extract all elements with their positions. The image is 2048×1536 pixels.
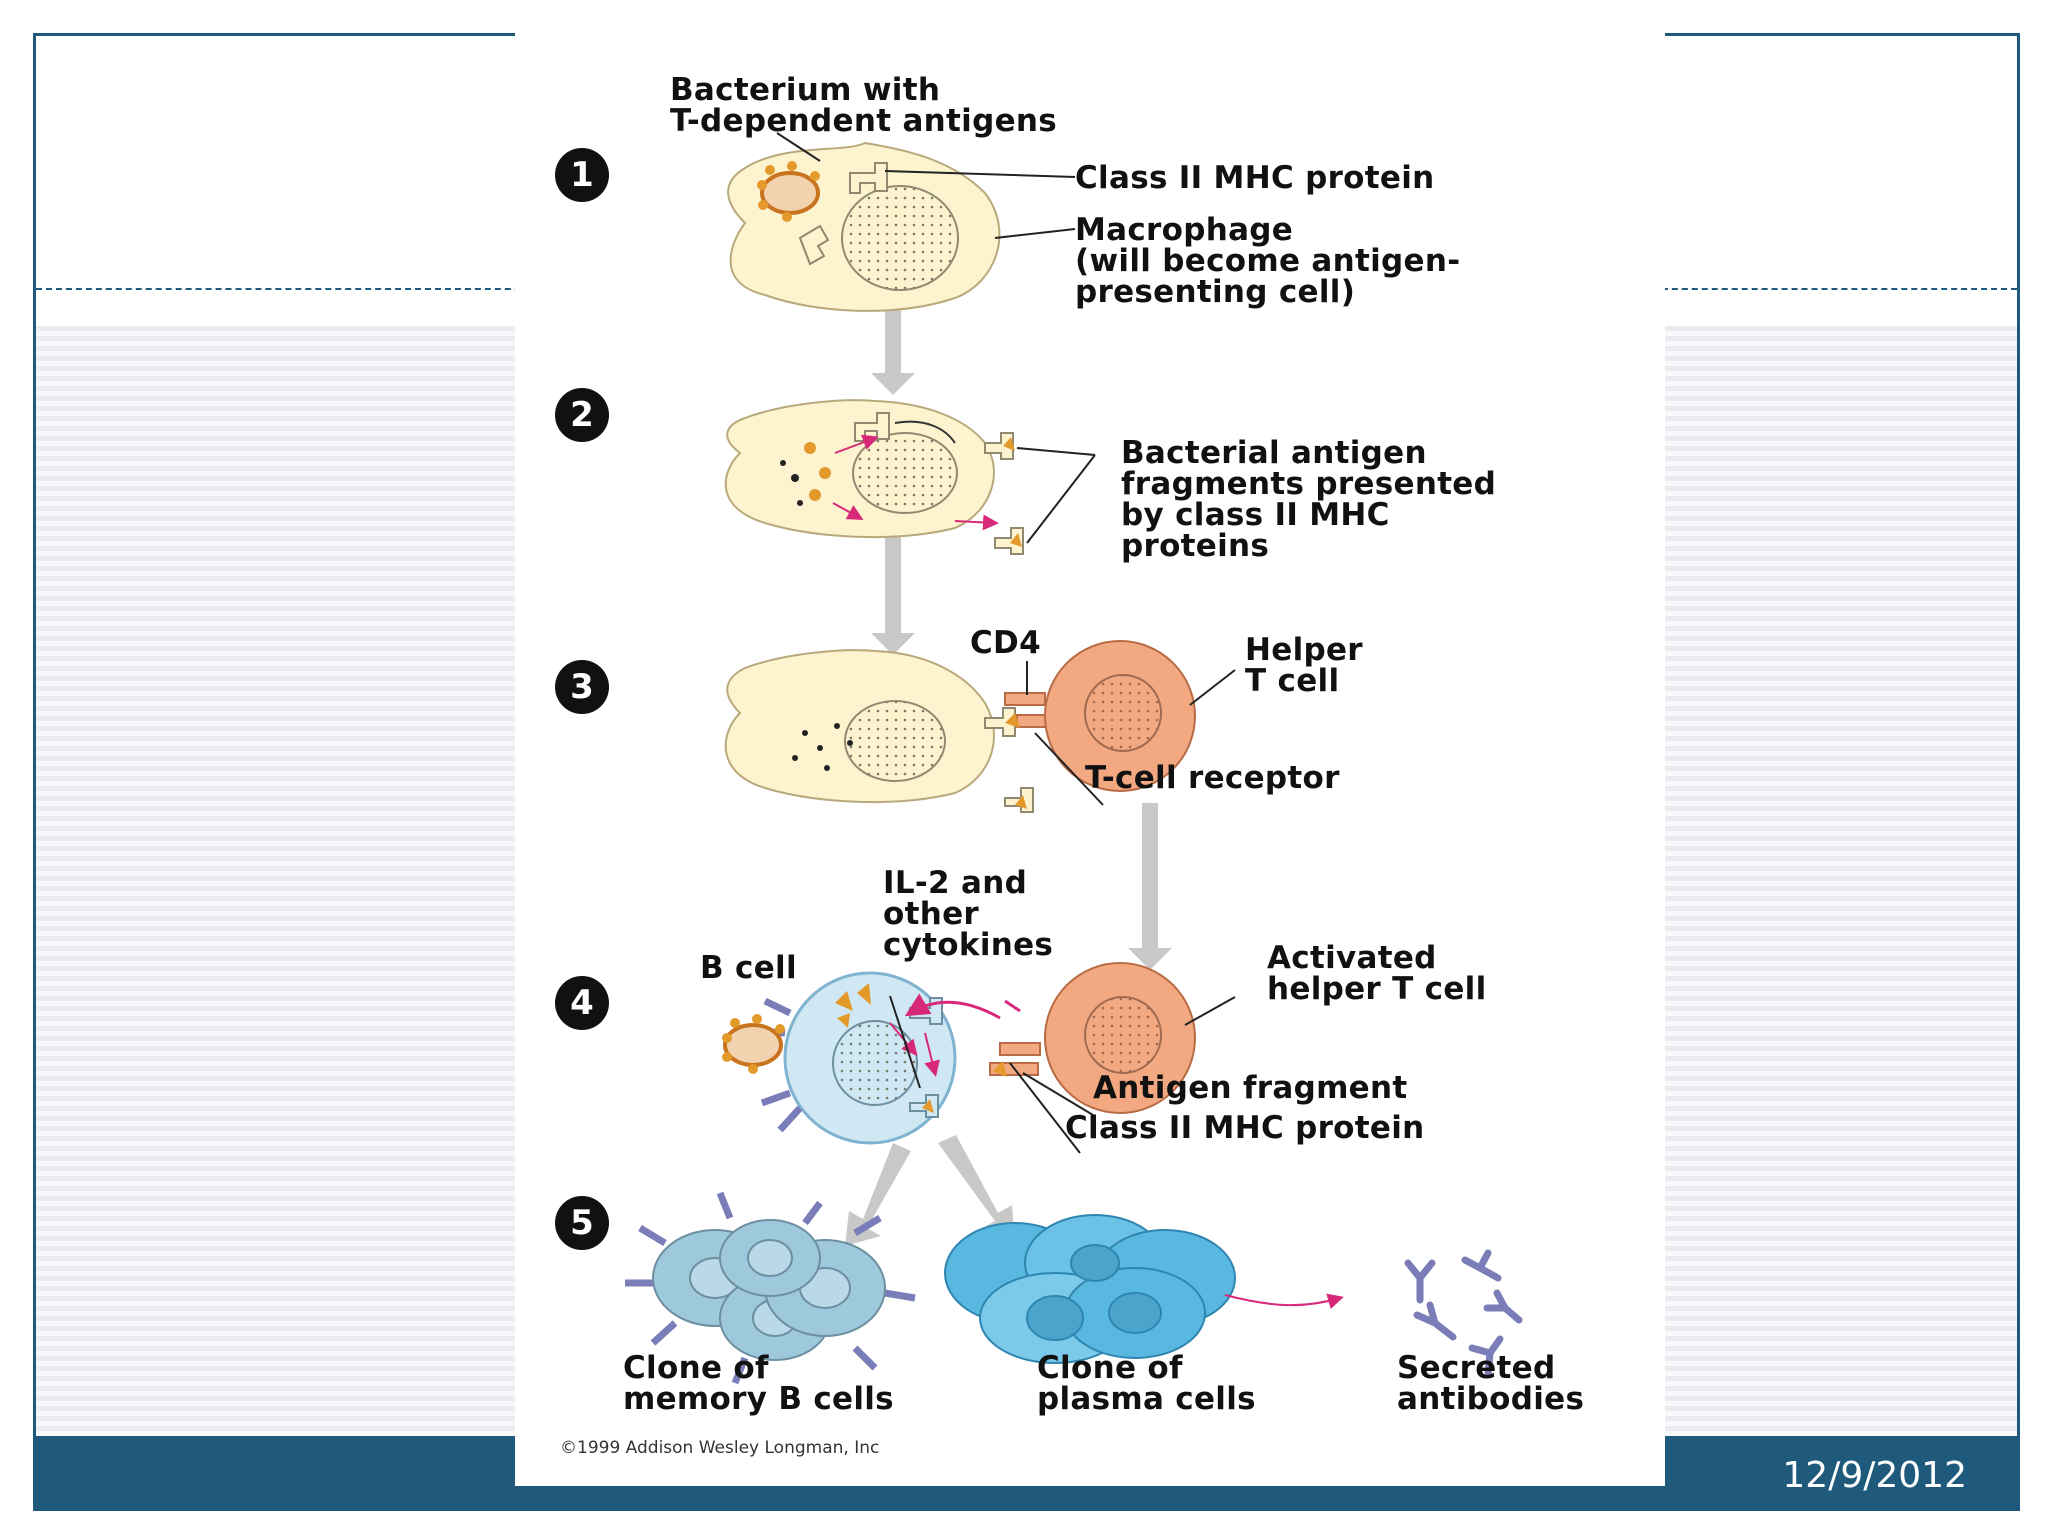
b-cell bbox=[756, 971, 957, 1145]
label-b-cell: B cell bbox=[700, 950, 797, 986]
step-1-badge: 1 bbox=[555, 148, 609, 202]
copyright-notice: ©1999 Addison Wesley Longman, Inc bbox=[560, 1438, 880, 1458]
secreted-antibodies bbox=[1404, 1249, 1523, 1379]
helper-t-cell bbox=[1004, 640, 1196, 792]
flow-arrows bbox=[845, 281, 1172, 1246]
label-plasma-cells: Clone of plasma cells bbox=[1037, 1350, 1256, 1417]
activated-helper-t-cell bbox=[904, 962, 1196, 1114]
immune-response-diagram: 1 2 3 4 5 Bacterium with T-dependent ant… bbox=[515, 33, 1665, 1486]
step-5-badge: 5 bbox=[555, 1196, 609, 1250]
footer-date: 12/9/2012 bbox=[1782, 1455, 1967, 1496]
memory-b-cells bbox=[625, 1191, 916, 1385]
step-3-badge: 3 bbox=[555, 660, 609, 714]
bacterium-2 bbox=[722, 1014, 785, 1074]
label-il2-cytokines: IL-2 and other cytokines bbox=[883, 865, 1054, 963]
label-macrophage: Macrophage (will become antigen- present… bbox=[1075, 212, 1461, 310]
label-bacterial-antigen-fragments: Bacterial antigen fragments presented by… bbox=[1121, 435, 1497, 564]
leader-lines bbox=[776, 132, 1236, 1154]
label-activated-helper-t-cell: Activated helper T cell bbox=[1267, 940, 1487, 1007]
bacterium-1 bbox=[757, 161, 820, 222]
label-t-cell-receptor: T-cell receptor bbox=[1085, 760, 1340, 796]
diagram-artwork bbox=[625, 132, 1523, 1385]
label-secreted-antibodies: Secreted antibodies bbox=[1397, 1350, 1585, 1417]
step-4-badge: 4 bbox=[555, 976, 609, 1030]
label-memory-b-cells: Clone of memory B cells bbox=[623, 1350, 894, 1417]
macrophage-cell-2 bbox=[724, 399, 1024, 555]
label-cd4: CD4 bbox=[970, 625, 1041, 661]
label-helper-t-cell: Helper T cell bbox=[1245, 632, 1363, 699]
label-antigen-fragment: Antigen fragment bbox=[1093, 1070, 1408, 1106]
step-2-badge: 2 bbox=[555, 388, 609, 442]
macrophage-cell-3 bbox=[724, 649, 1034, 813]
plasma-cells bbox=[944, 1214, 1344, 1364]
label-class-ii-mhc-protein-2: Class II MHC protein bbox=[1065, 1110, 1425, 1146]
label-bacterium: Bacterium with T-dependent antigens bbox=[670, 72, 1058, 139]
label-class-ii-mhc-protein-1: Class II MHC protein bbox=[1075, 160, 1435, 196]
